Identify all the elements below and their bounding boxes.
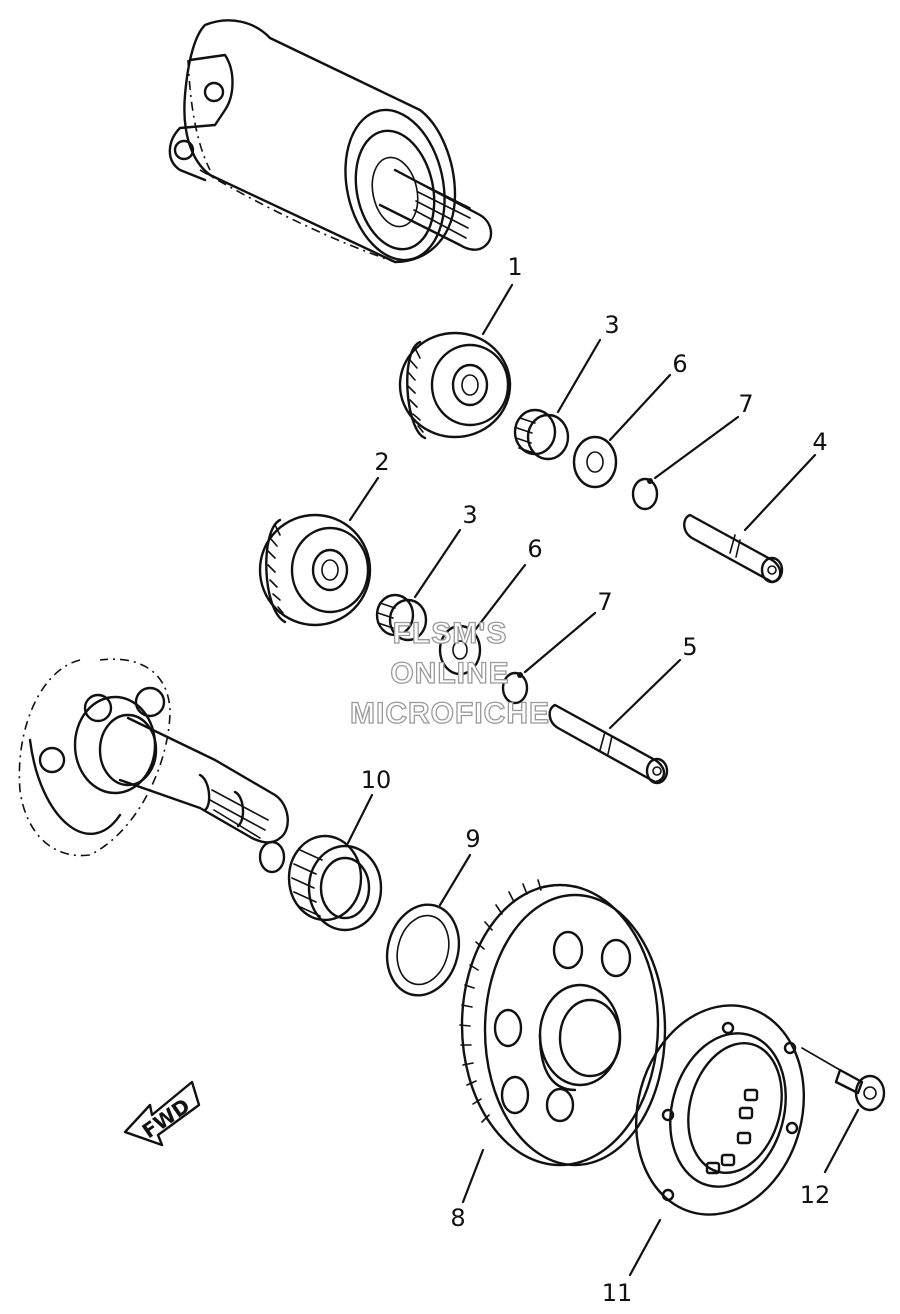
watermark: FLSM'S ONLINE MICROFICHE bbox=[349, 616, 550, 730]
starter-motor bbox=[168, 19, 493, 264]
leader-line-3-upper bbox=[556, 338, 602, 414]
washer-6-upper bbox=[572, 435, 618, 489]
circlip-7-upper bbox=[631, 477, 659, 511]
circlip-7-lower bbox=[501, 671, 529, 705]
callout-3-upper: 3 bbox=[604, 311, 619, 339]
fwd-arrow: FWD bbox=[123, 1080, 201, 1147]
leader-line-12 bbox=[823, 1108, 860, 1174]
callout-8: 8 bbox=[450, 1204, 465, 1232]
crankshaft-end bbox=[18, 658, 289, 874]
callout-6-upper: 6 bbox=[672, 350, 687, 378]
starter-wheel-gear-8 bbox=[459, 879, 667, 1167]
callout-10: 10 bbox=[361, 766, 392, 794]
watermark-line-2: ONLINE bbox=[390, 657, 509, 690]
leader-line-7-lower bbox=[523, 611, 597, 674]
callout-4: 4 bbox=[812, 428, 827, 456]
leader-line-7-upper bbox=[653, 415, 740, 480]
starter-clutch-11 bbox=[634, 1004, 806, 1216]
callout-9: 9 bbox=[465, 825, 480, 853]
leader-line-1 bbox=[481, 283, 514, 336]
callout-6-lower: 6 bbox=[527, 535, 542, 563]
washer-9 bbox=[385, 903, 461, 997]
screw-12 bbox=[801, 1047, 886, 1112]
leader-line-6-upper bbox=[608, 373, 672, 442]
washer-6-lower bbox=[438, 624, 482, 676]
callout-1: 1 bbox=[507, 253, 522, 281]
needle-bearing-3-lower bbox=[375, 593, 428, 642]
leader-line-10 bbox=[346, 793, 374, 845]
callout-7-upper: 7 bbox=[738, 390, 753, 418]
leader-line-9 bbox=[438, 853, 472, 907]
shaft-5 bbox=[548, 703, 669, 785]
idler-gear-2 bbox=[258, 513, 372, 627]
leader-line-6-lower bbox=[473, 563, 527, 632]
shaft-4 bbox=[683, 513, 784, 584]
callout-11: 11 bbox=[602, 1279, 633, 1307]
leader-line-5 bbox=[608, 658, 682, 730]
callout-7-lower: 7 bbox=[597, 588, 612, 616]
callout-12: 12 bbox=[800, 1181, 831, 1209]
fwd-label: FWD bbox=[138, 1093, 195, 1143]
callout-2: 2 bbox=[374, 448, 389, 476]
idler-gear-1 bbox=[398, 331, 512, 440]
leader-line-4 bbox=[743, 453, 817, 532]
leader-line-11 bbox=[628, 1218, 662, 1277]
leader-line-3-lower bbox=[413, 528, 462, 599]
needle-bearing-10 bbox=[287, 834, 383, 932]
callout-5: 5 bbox=[682, 633, 697, 661]
leader-line-8 bbox=[461, 1148, 485, 1204]
leader-line-2 bbox=[348, 476, 380, 522]
watermark-line-3: MICROFICHE bbox=[350, 697, 550, 730]
watermark-line-1: FLSM'S bbox=[393, 617, 508, 650]
needle-bearing-3-upper bbox=[513, 408, 570, 461]
callout-3-lower: 3 bbox=[462, 501, 477, 529]
